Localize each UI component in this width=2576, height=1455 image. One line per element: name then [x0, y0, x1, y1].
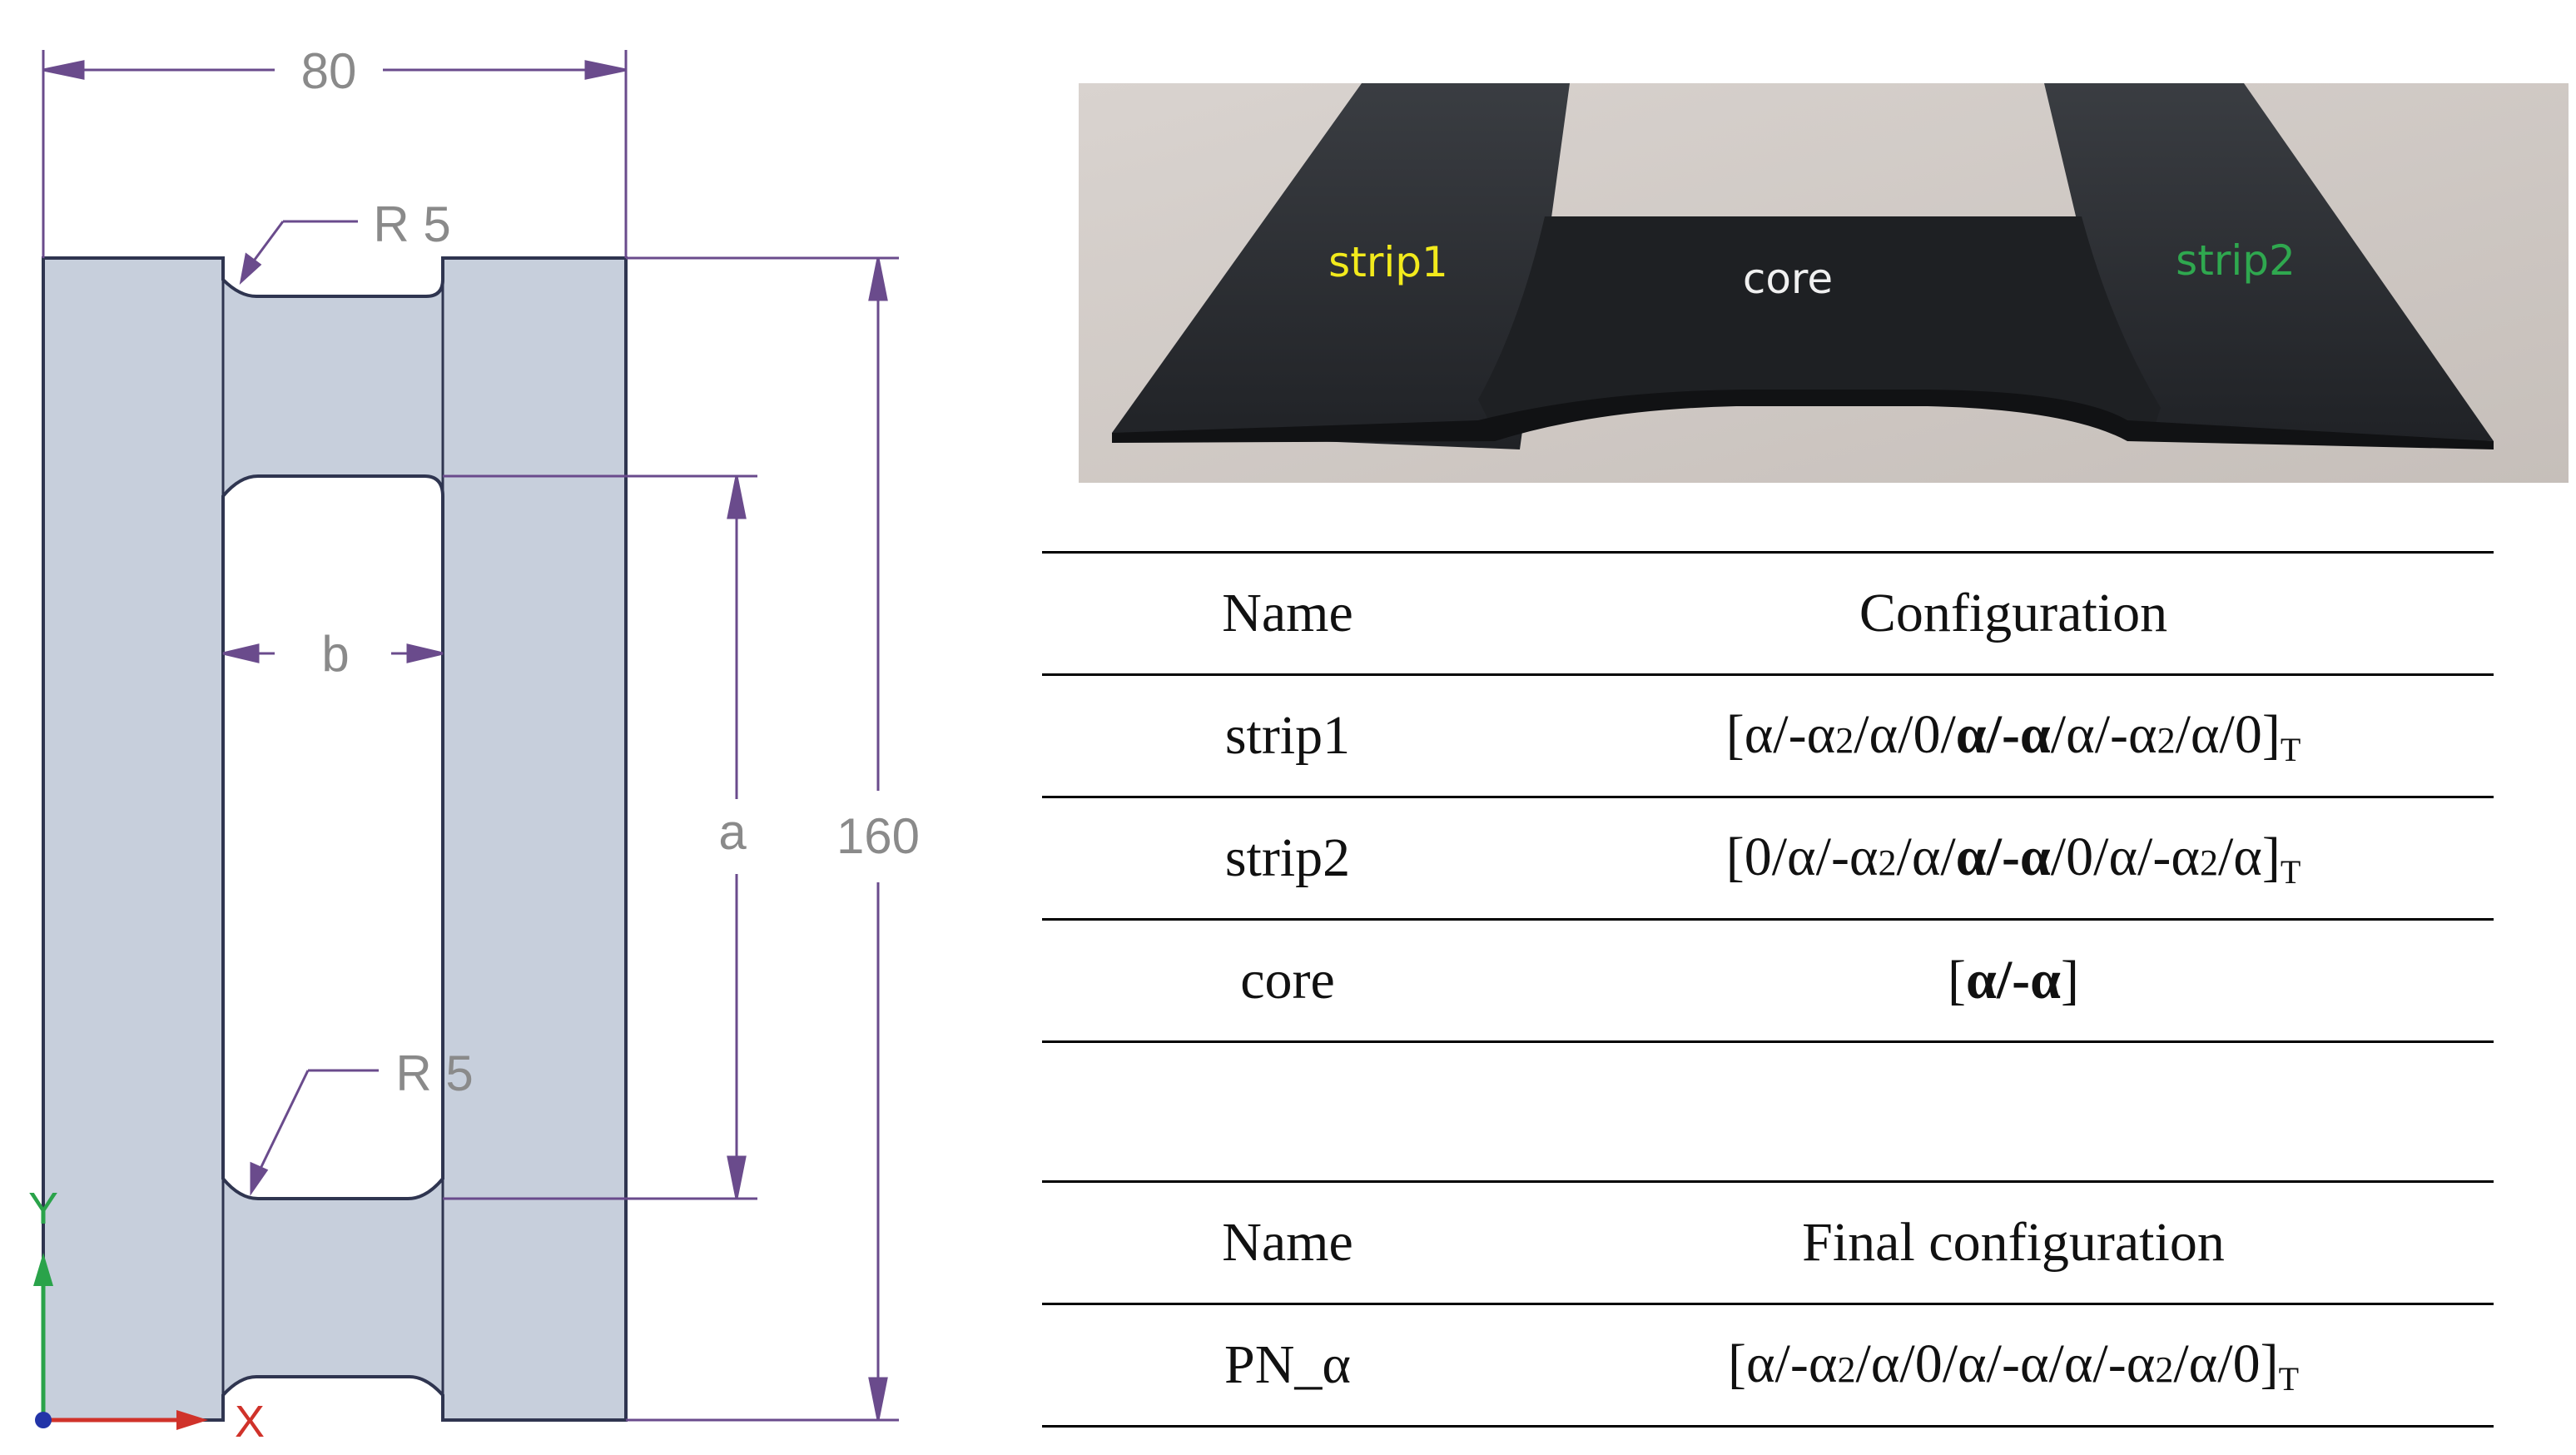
row-name: PN_α: [1224, 1334, 1351, 1395]
config-segment: T: [2280, 730, 2301, 768]
photo-label-strip2: strip2: [2176, 236, 2296, 285]
table-header-row: Name Configuration: [1042, 552, 2494, 675]
axis-x-label: X: [235, 1397, 265, 1447]
photo-label-strip1: strip1: [1328, 238, 1448, 286]
config-segment: 2: [2157, 719, 2176, 761]
specimen-photo: strip1 core strip2: [1079, 83, 2569, 483]
config-segment: [0/α/-α: [1725, 826, 1879, 887]
radius-bottom-label: R 5: [395, 1045, 473, 1101]
table-row: strip1 [α/-α2/α/0/α/-α/α/-α2/α/0]T: [1042, 675, 2494, 797]
config-segment: [α/-α: [1725, 703, 1836, 765]
radius-top-leader: [239, 220, 358, 286]
row-configuration: [α/-α2/α/0/α/-α/α/-α2/α/0]T: [1533, 675, 2494, 797]
photo-edge: [1112, 390, 2494, 449]
b-label: b: [321, 626, 349, 682]
config-segment: /α/: [1896, 826, 1956, 887]
config-segment: /α/0]: [2173, 1333, 2279, 1394]
config-segment: /α/-α: [2050, 703, 2157, 765]
photo-core: [1478, 216, 2161, 433]
specimen-outline: [42, 256, 628, 1422]
config-segment: α/-α: [1955, 703, 2051, 765]
row-configuration: [0/α/-α2/α/α/-α/0/α/-α2/α]T: [1533, 797, 2494, 920]
axis-y-label: Y: [28, 1184, 58, 1234]
radius-bottom-leader: [250, 1069, 379, 1196]
config-segment: /0/α/-α: [2050, 826, 2200, 887]
row-final-configuration: [α/-α2/α/0/α/-α/α/-α2/α/0]T: [1533, 1304, 2494, 1427]
config-segment: T: [2278, 1359, 2299, 1398]
height-dimension: [626, 256, 899, 1422]
table-header-row: Name Final configuration: [1042, 1181, 2494, 1304]
config-segment: T: [2280, 852, 2301, 891]
table-row: strip2 [0/α/-α2/α/α/-α/0/α/-α2/α]T: [1042, 797, 2494, 920]
cad-drawing: 80 160 a b R 5 R 5: [0, 0, 999, 1455]
width-label: 80: [301, 43, 357, 99]
photo-strip2: [2044, 83, 2494, 441]
config-segment: ]: [2061, 950, 2079, 1011]
config-segment: /α/0/: [1854, 703, 1956, 765]
configuration-table: Name Configuration strip1 [α/-α2/α/0/α/-…: [1042, 551, 2494, 1043]
header-name: Name: [1222, 583, 1353, 643]
width-dimension: [42, 50, 628, 258]
final-configuration-table: Name Final configuration PN_α [α/-α2/α/0…: [1042, 1180, 2494, 1428]
config-segment: 2: [2155, 1348, 2174, 1390]
config-segment: 2: [1835, 719, 1854, 761]
a-label: a: [718, 804, 747, 860]
header-final-configuration: Final configuration: [1802, 1212, 2225, 1273]
header-name: Name: [1222, 1212, 1353, 1273]
config-segment: /α/0/α/-α/α/-α: [1855, 1333, 2156, 1394]
row-name: strip1: [1224, 705, 1351, 766]
config-segment: α/-α: [1966, 950, 2061, 1011]
a-dimension: [443, 474, 757, 1200]
config-segment: α/-α: [1955, 826, 2051, 887]
row-configuration: [α/-α]: [1533, 920, 2494, 1042]
photo-strip1: [1112, 83, 1570, 449]
b-dimension: [222, 643, 444, 663]
config-segment: 2: [1878, 842, 1897, 883]
height-label: 160: [836, 808, 920, 864]
header-configuration: Configuration: [1859, 583, 2168, 643]
config-segment: [α/-α: [1728, 1333, 1838, 1394]
config-segment: /α]: [2217, 826, 2281, 887]
config-segment: [: [1948, 950, 1966, 1011]
config-segment: /α/0]: [2175, 703, 2281, 765]
photo-label-core: core: [1743, 255, 1833, 303]
config-segment: 2: [2199, 842, 2218, 883]
table-row: core [α/-α]: [1042, 920, 2494, 1042]
row-name: core: [1240, 950, 1335, 1011]
table-row: PN_α [α/-α2/α/0/α/-α/α/-α2/α/0]T: [1042, 1304, 2494, 1427]
axis-triad: [33, 1253, 208, 1430]
radius-top-label: R 5: [373, 196, 450, 252]
config-segment: 2: [1837, 1348, 1856, 1390]
row-name: strip2: [1224, 827, 1351, 888]
